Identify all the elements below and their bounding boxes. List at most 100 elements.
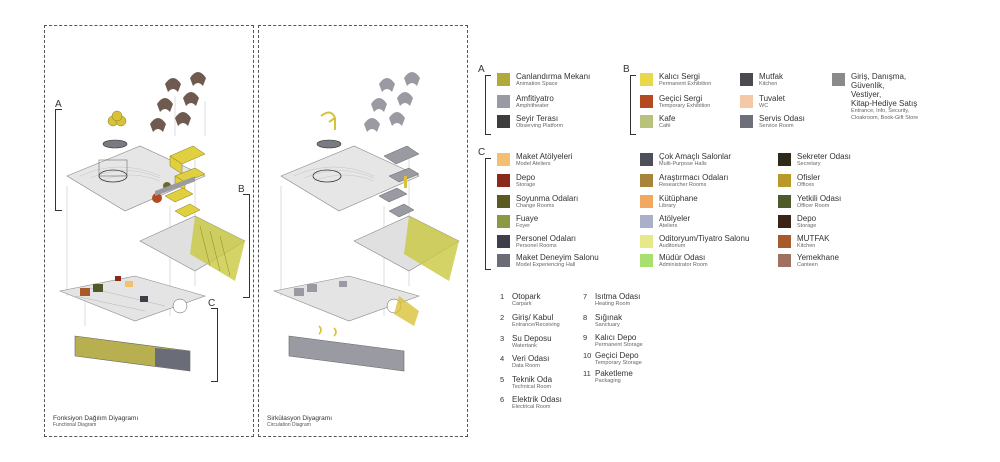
roof-shells <box>150 72 206 132</box>
color-swatch <box>497 235 510 248</box>
panel-caption: Sirkülasyon Diyagramı Circulation Diagra… <box>267 415 332 428</box>
legend-label-en: Permanent Exhibition <box>659 81 712 87</box>
legend-label: Ofisler <box>797 173 821 182</box>
item-label: Paketleme <box>595 369 633 378</box>
legend-label: Depo <box>516 173 536 182</box>
item-label-en: Carpark <box>512 301 532 307</box>
legend-label: Oditoryum/Tiyatro Salonu <box>659 234 750 243</box>
legend-label-en: Storage <box>797 223 817 229</box>
legend-label: Seyir Terası <box>516 114 559 123</box>
legend-label: Depo <box>797 214 817 223</box>
item-label: Kalıcı Depo <box>595 333 637 342</box>
legend-label: Maket Deneyim Salonu <box>516 253 599 262</box>
legend-label-en: Observing Platform <box>516 123 564 129</box>
legend-label: Tuvalet <box>759 94 785 103</box>
functional-diagram-panel: A B C Fonksiyon Dağılım Diyagramı Functi… <box>44 25 254 437</box>
item-label-en: Watertank <box>512 343 537 349</box>
item-label: Isıtma Odası <box>595 292 641 301</box>
legend-item: Giriş, Danışma, Güvenlik, Vestiyer, Kita… <box>832 72 918 122</box>
legend-label: Soyunma Odaları <box>516 194 579 203</box>
legend-label-line: Vestiyer, <box>851 90 882 99</box>
item-number: 8 <box>583 313 588 322</box>
item-label-en: Temporary Storage <box>595 360 642 366</box>
item-label-en: Permanent Storage <box>595 342 643 348</box>
item-label-en: Electrical Room <box>512 404 551 410</box>
legend-label-en: Amphitheater <box>516 103 549 109</box>
color-swatch <box>740 95 753 108</box>
item-label: Giriş/ Kabul <box>512 313 554 322</box>
item-number: 7 <box>583 292 588 301</box>
color-swatch <box>778 174 791 187</box>
item-label: Geçici Depo <box>595 351 639 360</box>
legend-label-en: Change Rooms <box>516 203 555 209</box>
legend-label: Araştırmacı Odaları <box>659 173 729 182</box>
item-number: 10 <box>583 351 592 360</box>
color-swatch <box>640 235 653 248</box>
legend-label: Müdür Odası <box>659 253 706 262</box>
item-label-en: Sanctuary <box>595 322 620 328</box>
group-label-b: B <box>623 64 630 75</box>
legend-bracket-b <box>630 75 636 135</box>
color-swatch <box>497 73 510 86</box>
color-swatch <box>778 235 791 248</box>
legend-label: MUTFAK <box>797 234 830 243</box>
color-swatch <box>640 95 653 108</box>
bracket-c <box>211 308 218 382</box>
legend-label-en: Library <box>659 203 676 209</box>
item-label: Teknik Oda <box>512 375 553 384</box>
item-number: 9 <box>583 333 588 342</box>
color-swatch <box>497 215 510 228</box>
item-number: 4 <box>500 354 505 363</box>
legend-label: Atölyeler <box>659 214 691 223</box>
legend-label-en: Animation Space <box>516 81 558 87</box>
legend-label: Geçici Sergi <box>659 94 703 103</box>
legend-label: Kalıcı Sergi <box>659 72 700 81</box>
legend-label-en: Model Experiencing Hall <box>516 262 576 268</box>
circulation-diagram-panel: Sirkülasyon Diyagramı Circulation Diagra… <box>258 25 468 437</box>
bracket-a <box>55 109 62 211</box>
item-number: 6 <box>500 395 505 404</box>
legend-bracket-c <box>485 158 491 270</box>
color-swatch <box>497 115 510 128</box>
diagram-label-c: C <box>208 298 216 309</box>
item-label: Veri Odası <box>512 354 550 363</box>
caption-tr: Fonksiyon Dağılım Diyagramı <box>53 415 139 423</box>
functional-axonometric <box>58 72 246 372</box>
legend-label-en: Researcher Rooms <box>659 182 707 188</box>
legend-bracket-a <box>485 75 491 135</box>
caption-en: Circulation Diagram <box>267 421 311 428</box>
legend-label-en: Personel Rooms <box>516 243 557 249</box>
group-label-a: A <box>478 64 485 75</box>
circulation-axonometric <box>272 72 460 372</box>
legend-label-en: Service Room <box>759 123 794 129</box>
legend-label: Amfitiyatro <box>516 94 554 103</box>
legend-label: Yemekhane <box>797 253 839 262</box>
color-swatch <box>497 254 510 267</box>
item-number: 3 <box>500 334 505 343</box>
legend-label-en: Officer Room <box>797 203 830 209</box>
legend-label: Sekreter Odası <box>797 152 851 161</box>
color-swatch <box>640 254 653 267</box>
legend-label-en: WC <box>759 103 769 109</box>
